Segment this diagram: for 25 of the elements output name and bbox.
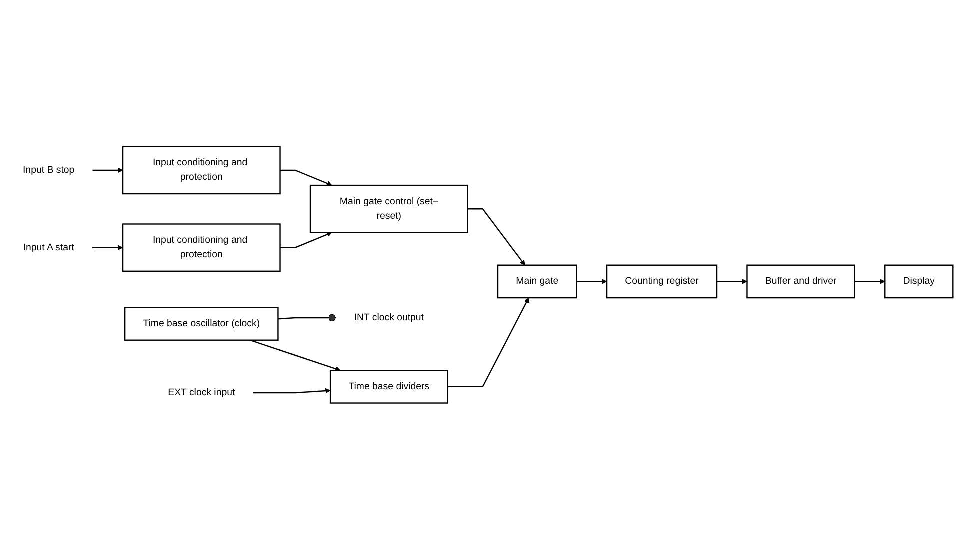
node-box: Time base dividers <box>330 370 448 404</box>
arrow <box>717 279 748 285</box>
arrow <box>92 246 124 251</box>
node-box: Counting register <box>606 265 718 300</box>
node-box: Display <box>884 265 954 300</box>
node-text: EXT clock input <box>168 388 236 398</box>
node-box: Time base oscillator (clock) <box>124 308 279 342</box>
arrow <box>468 208 526 266</box>
node-text: Input B stop <box>22 165 75 176</box>
node-box: Input conditioning and protection <box>122 146 281 196</box>
arrow <box>576 279 608 285</box>
node-box: Input conditioning and protection <box>122 224 281 272</box>
arrow <box>250 340 341 372</box>
arrow <box>253 388 331 394</box>
node-box: Main gate control (set–reset) <box>310 185 468 234</box>
connector <box>278 314 336 322</box>
node-text: Input A start <box>23 242 74 254</box>
node-box: Buffer and driver <box>746 265 856 300</box>
arrow <box>448 298 530 388</box>
node-box: Main gate <box>497 265 578 300</box>
arrow <box>280 232 332 249</box>
node-text: INT clock output <box>354 312 424 324</box>
arrow <box>280 170 332 187</box>
arrow <box>92 168 124 174</box>
arrow <box>854 279 886 285</box>
